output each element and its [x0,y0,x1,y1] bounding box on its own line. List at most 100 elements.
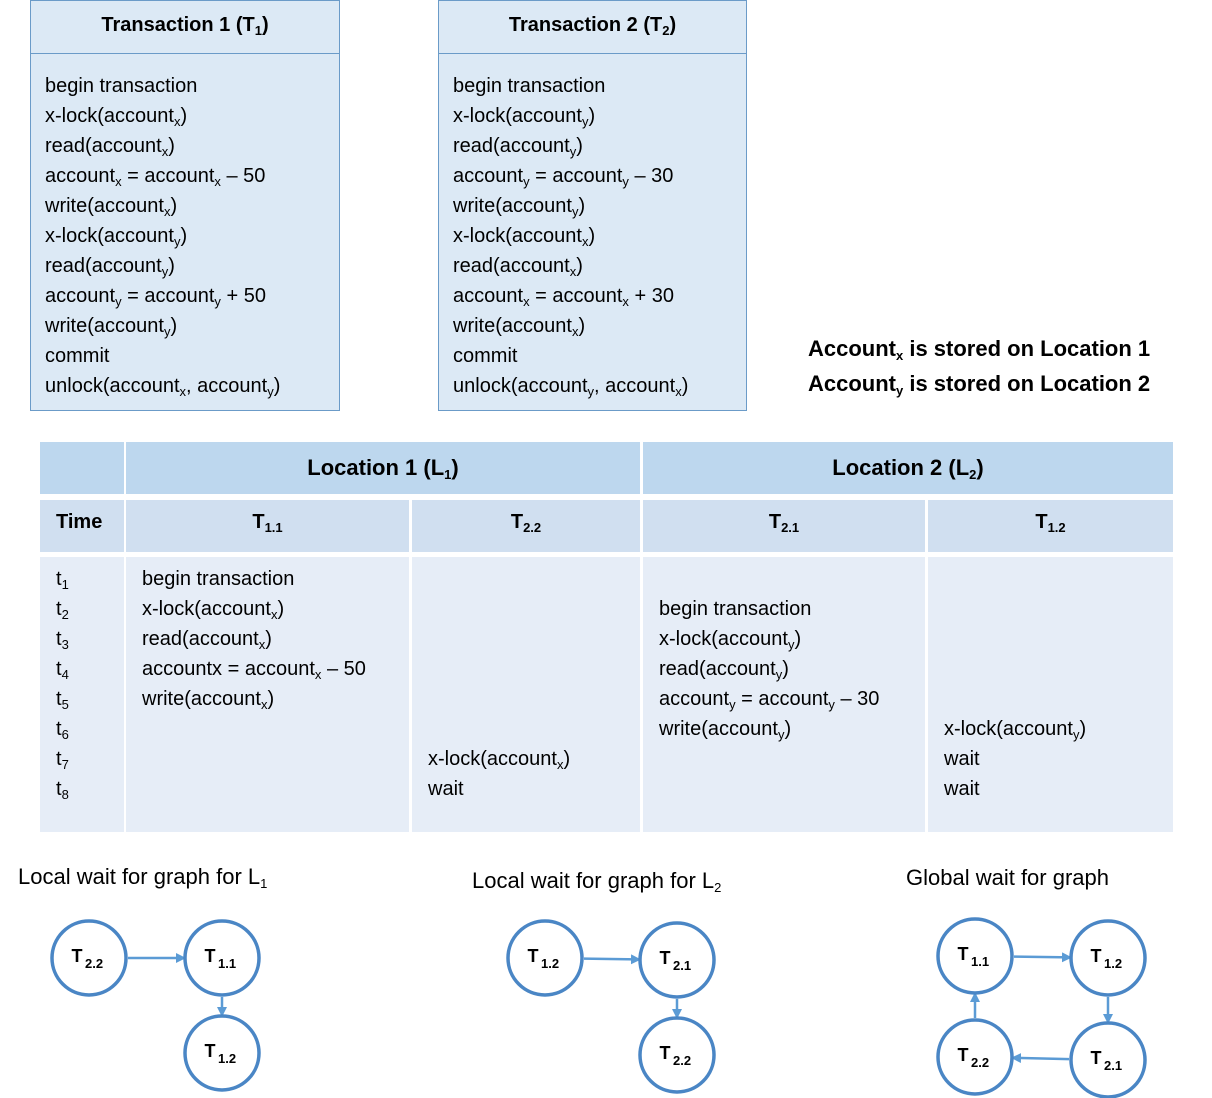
transaction2-title: Transaction 2 (T2) [439,1,746,54]
code-line: accounty = accounty + 50 [45,285,266,309]
column-header-t21: T2.1 [643,500,925,552]
location-note-y: Accounty is stored on Location 2 [808,371,1151,398]
transaction1-box: Transaction 1 (T1) begin transaction x-lo… [30,0,340,411]
time-cell: t1 [56,568,69,592]
schedule-cell: accountx = accountx – 50 [142,658,366,682]
code-line: write(accounty) [45,315,178,339]
svg-text:1.1: 1.1 [971,954,989,969]
svg-text:1.1: 1.1 [218,956,236,971]
code-line: x-lock(accounty) [45,225,188,249]
svg-text:T: T [205,946,216,966]
table-corner [40,442,124,494]
time-cell: t6 [56,718,69,742]
graph-title-l2: Local wait for graph for L2 [472,868,722,895]
schedule-cell: x-lock(accounty) [944,718,1087,742]
schedule-cell: read(accounty) [659,658,789,682]
column-t22: x-lock(accountx) wait [412,557,640,832]
time-cell: t5 [56,688,69,712]
code-line: begin transaction [453,75,606,97]
code-line: x-lock(accountx) [453,225,596,249]
column-header-t11: T1.1 [126,500,409,552]
code-line: write(accountx) [45,195,178,219]
wait-edge [1010,1053,1070,1064]
svg-text:T: T [1091,946,1102,966]
time-header: Time [40,500,124,552]
schedule-cell: write(accounty) [659,718,792,742]
transaction2-code: begin transaction x-lock(accounty) read(ac… [439,54,746,401]
graph-title-global: Global wait for graph [906,865,1109,890]
column-t12: x-lock(accounty) wait wait [928,557,1173,832]
column-header-t22: T2.2 [412,500,640,552]
svg-text:T: T [660,1043,671,1063]
code-line: commit [45,345,110,367]
wait-edge [1013,952,1073,963]
time-cell: t3 [56,628,69,652]
svg-text:1.2: 1.2 [218,1051,236,1066]
transaction1-title: Transaction 1 (T1) [31,1,339,54]
schedule-cell: begin transaction [142,568,295,590]
svg-text:1.2: 1.2 [541,956,559,971]
graph-title-l1: Local wait for graph for L1 [18,864,268,891]
code-line: write(accountx) [453,315,586,339]
schedule-cell: read(accountx) [142,628,272,652]
svg-text:T: T [958,1045,969,1065]
schedule-table: Location 1 (L1) Location 2 (L2) Time T1.… [40,442,1173,832]
svg-text:2.2: 2.2 [971,1055,989,1070]
code-line: write(accounty) [453,195,586,219]
transaction2-box: Transaction 2 (T2) begin transaction x-lo… [438,0,747,411]
code-line: read(accountx) [45,135,175,159]
svg-text:2.2: 2.2 [85,956,103,971]
code-line: accountx = accountx – 50 [45,165,266,189]
wait-edge [583,954,642,965]
schedule-cell: wait [944,748,980,770]
svg-text:2.1: 2.1 [1104,1058,1122,1073]
transaction1-code: begin transaction x-lock(accountx) read(ac… [31,54,339,401]
code-line: accounty = accounty – 30 [453,165,674,189]
code-line: begin transaction [45,75,198,97]
code-line: accountx = accountx + 30 [453,285,674,309]
code-line: unlock(accountx, accounty) [45,375,281,399]
code-line: x-lock(accountx) [45,105,188,129]
time-cell: t2 [56,598,69,622]
code-line: read(accountx) [453,255,583,279]
svg-text:T: T [1091,1048,1102,1068]
svg-text:T: T [660,948,671,968]
time-cell: t4 [56,658,69,682]
svg-text:T: T [205,1041,216,1061]
schedule-cell: wait [944,778,980,800]
column-header-t12: T1.2 [928,500,1173,552]
time-cell: t8 [56,778,69,802]
code-line: read(accounty) [45,255,175,279]
code-line: unlock(accounty, accountx) [453,375,689,399]
schedule-cell: wait [428,778,464,800]
svg-text:2.1: 2.1 [673,958,691,973]
code-line: read(accounty) [453,135,583,159]
code-line: commit [453,345,518,367]
schedule-cell: begin transaction [659,598,812,620]
svg-text:T: T [528,946,539,966]
code-line: x-lock(accounty) [453,105,596,129]
schedule-cell: accounty = accounty – 30 [659,688,880,712]
schedule-cell: write(accountx) [142,688,275,712]
location-note-x: Accountx is stored on Location 1 [808,336,1151,363]
svg-text:2.2: 2.2 [673,1053,691,1068]
svg-text:T: T [72,946,83,966]
svg-text:1.2: 1.2 [1104,956,1122,971]
location1-header: Location 1 (L1) [126,442,640,494]
schedule-cell: x-lock(accountx) [428,748,571,772]
svg-text:T: T [958,944,969,964]
location2-header: Location 2 (L2) [643,442,1173,494]
